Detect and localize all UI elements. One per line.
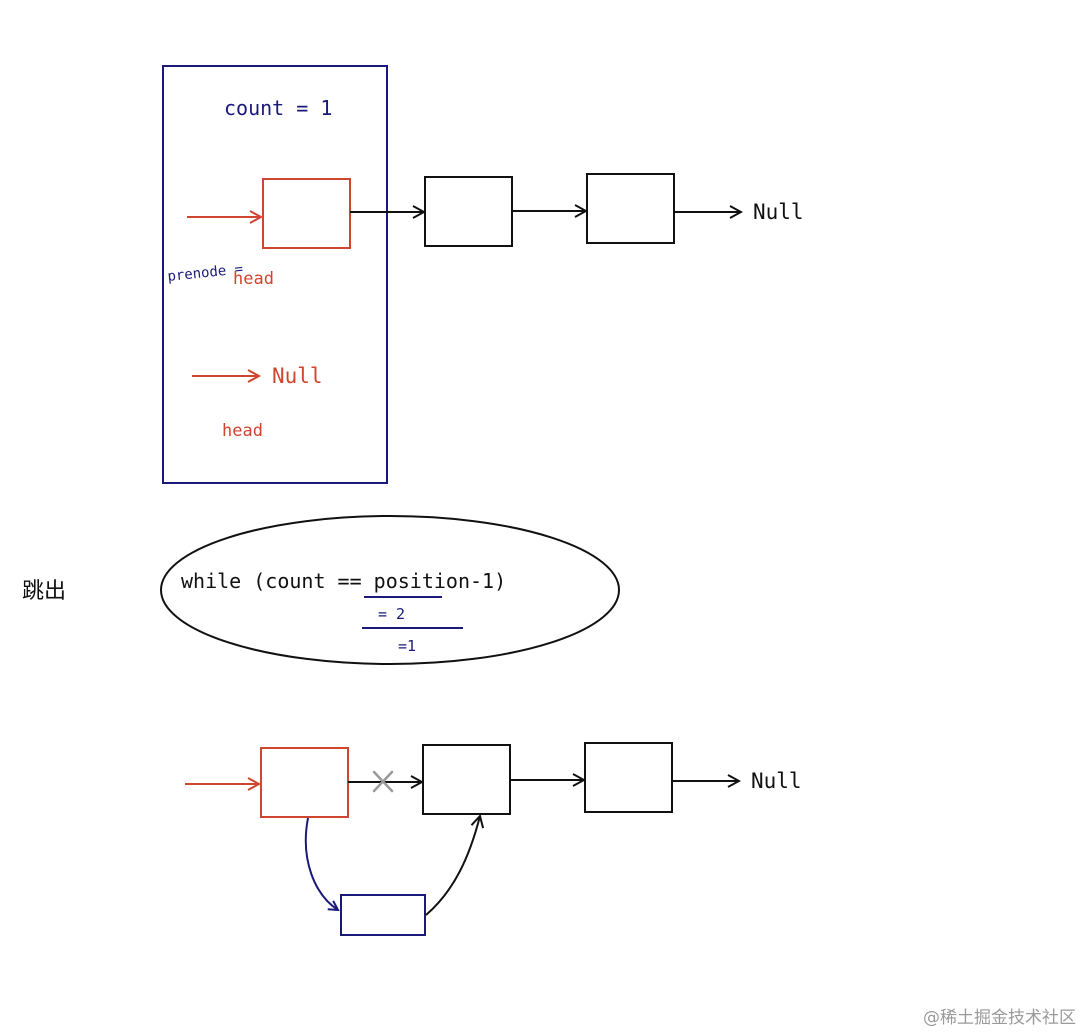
node-3 bbox=[586, 173, 675, 244]
condition-line-2: = 2 bbox=[378, 605, 405, 623]
new-node bbox=[340, 894, 426, 936]
null-label-head: Null bbox=[272, 364, 323, 388]
side-label: 跳出 bbox=[22, 579, 66, 604]
node-2-bottom bbox=[422, 744, 511, 815]
count-label: count = 1 bbox=[224, 96, 332, 120]
condition-text: while (count == position-1) bbox=[181, 569, 506, 593]
condition-ellipse bbox=[160, 515, 620, 665]
node-2 bbox=[424, 176, 513, 247]
prenode-to-new-node-arrow bbox=[304, 817, 338, 910]
null-label-top: Null bbox=[753, 200, 804, 224]
watermark: @稀土掘金技术社区 bbox=[923, 1008, 1076, 1028]
prenode-value: head bbox=[233, 269, 274, 289]
prenode-label: prenode = bbox=[167, 261, 244, 285]
condition-line-3: =1 bbox=[398, 637, 416, 655]
head-label: head bbox=[222, 421, 263, 441]
prenode-prefix: prenode = bbox=[167, 261, 244, 285]
null-label-bottom: Null bbox=[751, 769, 802, 793]
node-3-bottom bbox=[584, 742, 673, 813]
cut-x-icon bbox=[372, 770, 394, 793]
prenode-node-bottom bbox=[260, 747, 349, 818]
head-node bbox=[262, 178, 351, 249]
scope-frame bbox=[162, 65, 388, 484]
new-node-to-next-arrow bbox=[425, 816, 480, 916]
